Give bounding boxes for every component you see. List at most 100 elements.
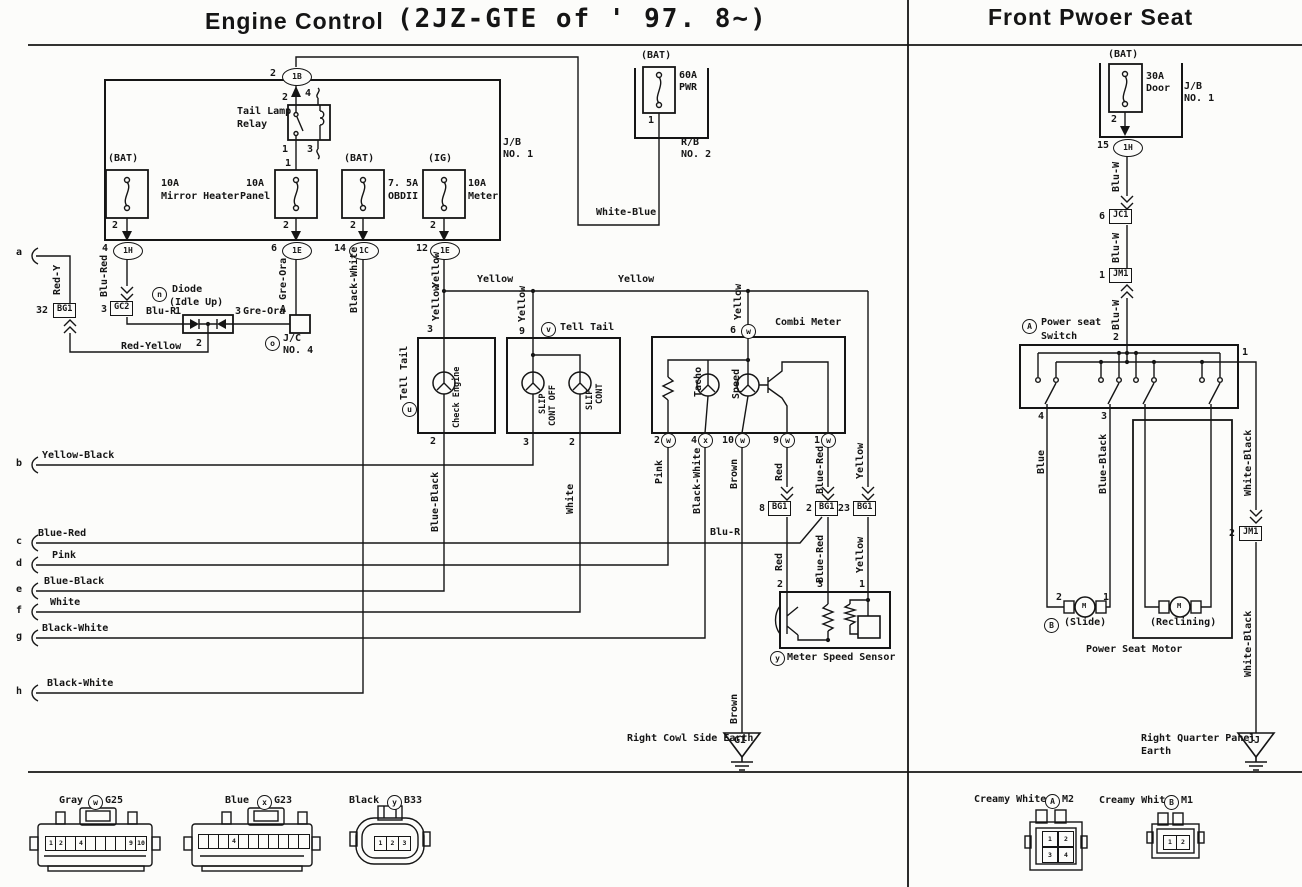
fuse-meter-tag: (IG) bbox=[428, 153, 453, 164]
door-fuse-name: Door bbox=[1146, 83, 1171, 94]
stub-c-wire: Blue-Red bbox=[38, 528, 87, 539]
combi-meter-title: Combi Meter bbox=[775, 317, 842, 328]
conn-1b: 1B bbox=[282, 68, 312, 86]
diode-pin-3: 3 bbox=[235, 306, 242, 317]
conn-bg1-8: BG1 bbox=[768, 501, 792, 516]
stub-b-wire: Yellow-Black bbox=[42, 450, 115, 461]
wire-blue-black-v: Blue-Black bbox=[430, 471, 441, 532]
fuse-obd-pin: 2 bbox=[350, 220, 357, 231]
slip-pin-2: 2 bbox=[569, 437, 576, 448]
b33-circle-y: y bbox=[387, 795, 402, 810]
fuse-panel-pin: 2 bbox=[283, 220, 290, 231]
earth-right-name-1: Right Quarter Panel bbox=[1141, 733, 1256, 744]
wire-brown-v2: Brown bbox=[729, 693, 740, 724]
wire-blu-w-3: Blu-W bbox=[1111, 299, 1122, 330]
wire-white-black-1: White-Black bbox=[1243, 429, 1254, 496]
bg1-2-pin: 2 bbox=[806, 503, 813, 514]
wire-black-white-v2: Black-White bbox=[692, 447, 703, 514]
connector-m2-drawing bbox=[1024, 809, 1088, 871]
earth-right-name-2: Earth bbox=[1141, 746, 1172, 757]
fuse-mh-name: Mirror Heater bbox=[161, 191, 240, 202]
fuse-mh-amp: 10A bbox=[161, 178, 180, 189]
door-fuse-amp: 30A bbox=[1146, 71, 1165, 82]
conn-1b-pin: 2 bbox=[270, 68, 277, 79]
combi-pin10-num: 10 bbox=[722, 435, 735, 446]
relay-name-2: Relay bbox=[237, 119, 268, 130]
slip-pin-3: 3 bbox=[523, 437, 530, 448]
switch-pin-right: 1 bbox=[1242, 347, 1249, 358]
check-engine-box bbox=[417, 337, 496, 434]
connector-g23-drawing bbox=[183, 807, 321, 872]
jm1-bottom-pin: 2 bbox=[1229, 528, 1236, 539]
pwr-fuse-pin: 1 bbox=[648, 115, 655, 126]
sensor-name: Meter Speed Sensor bbox=[787, 652, 896, 663]
g25-pin: 4 bbox=[75, 836, 87, 851]
combi-pin1-num: 1 bbox=[814, 435, 821, 446]
wire-yellow-v3: Yellow bbox=[855, 442, 866, 479]
g23-pin bbox=[298, 834, 310, 849]
wire-red-v1: Red bbox=[774, 462, 785, 481]
wire-yellow-slip: Yellow bbox=[517, 285, 528, 322]
stub-f-wire: White bbox=[50, 597, 81, 608]
diode-name-1: Diode bbox=[172, 284, 203, 295]
wire-red-yellow: Red-Yellow bbox=[121, 341, 182, 352]
wire-blu-w-1: Blu-W bbox=[1111, 161, 1122, 192]
jc-no4-box bbox=[289, 314, 311, 334]
wire-blu-r: Blu-R bbox=[146, 306, 177, 317]
jb1-label-2: NO. 1 bbox=[503, 149, 534, 160]
wire-red-v2: Red bbox=[774, 552, 785, 571]
g25-circle-w: w bbox=[88, 795, 103, 810]
g23-color: Blue bbox=[225, 795, 250, 806]
slip-circle-v: v bbox=[541, 322, 556, 337]
combi-pin1-circle: w bbox=[821, 433, 836, 448]
door-fuse-tag: (BAT) bbox=[1108, 49, 1139, 60]
wire-white-black-2: White-Black bbox=[1243, 610, 1254, 677]
check-engine-name: Check Engine bbox=[452, 366, 462, 428]
conn-bg1-2: BG1 bbox=[815, 501, 839, 516]
wire-yellow-v1: Yellow bbox=[431, 251, 442, 288]
m2-code: M2 bbox=[1062, 794, 1075, 805]
combi-meter-box bbox=[651, 336, 846, 434]
wire-white-blue: White-Blue bbox=[596, 207, 657, 218]
combi-pin4-circle: x bbox=[698, 433, 713, 448]
relay-pin-2: 2 bbox=[282, 92, 289, 103]
right-earth-run bbox=[1236, 361, 1276, 771]
pwr-fuse-tag: (BAT) bbox=[641, 50, 672, 61]
fuse-panel-amp: 10A bbox=[246, 178, 265, 189]
title-engine-code: (2JZ-GTE of ' 97. 8~) bbox=[397, 4, 768, 34]
conn-r1h: 1H bbox=[1113, 139, 1143, 157]
switch-pin-top: 2 bbox=[1113, 332, 1120, 343]
conn-1h: 1H bbox=[113, 242, 143, 260]
b33-color: Black bbox=[349, 795, 380, 806]
jc1-pin: 6 bbox=[1099, 211, 1106, 222]
wire-gre-ora-v: Gre-Ora bbox=[278, 257, 289, 300]
rb2-label-1: R/B bbox=[681, 137, 700, 148]
wire-pink-v: Pink bbox=[654, 459, 665, 484]
reclining-motor-m: M bbox=[1177, 602, 1182, 610]
m2-pin: 4 bbox=[1058, 847, 1074, 863]
power-seat-motor-label: Power Seat Motor bbox=[1086, 644, 1183, 655]
m2-pin: 1 bbox=[1042, 831, 1058, 847]
bg1a-pin: 32 bbox=[36, 305, 49, 316]
wire-blu-w-2: Blu-W bbox=[1111, 232, 1122, 263]
conn-bg1-a: BG1 bbox=[53, 303, 77, 318]
slide-motor-m: M bbox=[1082, 602, 1087, 610]
ground-right-cowl bbox=[722, 732, 762, 771]
white-blue-wire bbox=[295, 56, 660, 226]
fuse-meter-name: Meter bbox=[468, 191, 499, 202]
stub-g: g bbox=[16, 631, 23, 642]
panel-fuse-top-pin: 1 bbox=[285, 158, 292, 169]
power-seat-motors bbox=[1046, 408, 1233, 639]
check-engine-pin-2: 2 bbox=[430, 436, 437, 447]
m1-color: Creamy White bbox=[1099, 795, 1172, 806]
switch-pin-3: 3 bbox=[1101, 411, 1108, 422]
g25-pin: 10 bbox=[135, 836, 147, 851]
combi-pin10-circle: w bbox=[735, 433, 750, 448]
speed-sensor-box bbox=[774, 591, 891, 649]
title-front-power-seat: Front Pwoer Seat bbox=[988, 4, 1194, 30]
relay-name-1: Tail Lamp bbox=[237, 106, 292, 117]
fuse-obd-tag: (BAT) bbox=[344, 153, 375, 164]
m2-pin: 3 bbox=[1042, 847, 1058, 863]
sensor-pin-3: 3 bbox=[817, 579, 824, 590]
